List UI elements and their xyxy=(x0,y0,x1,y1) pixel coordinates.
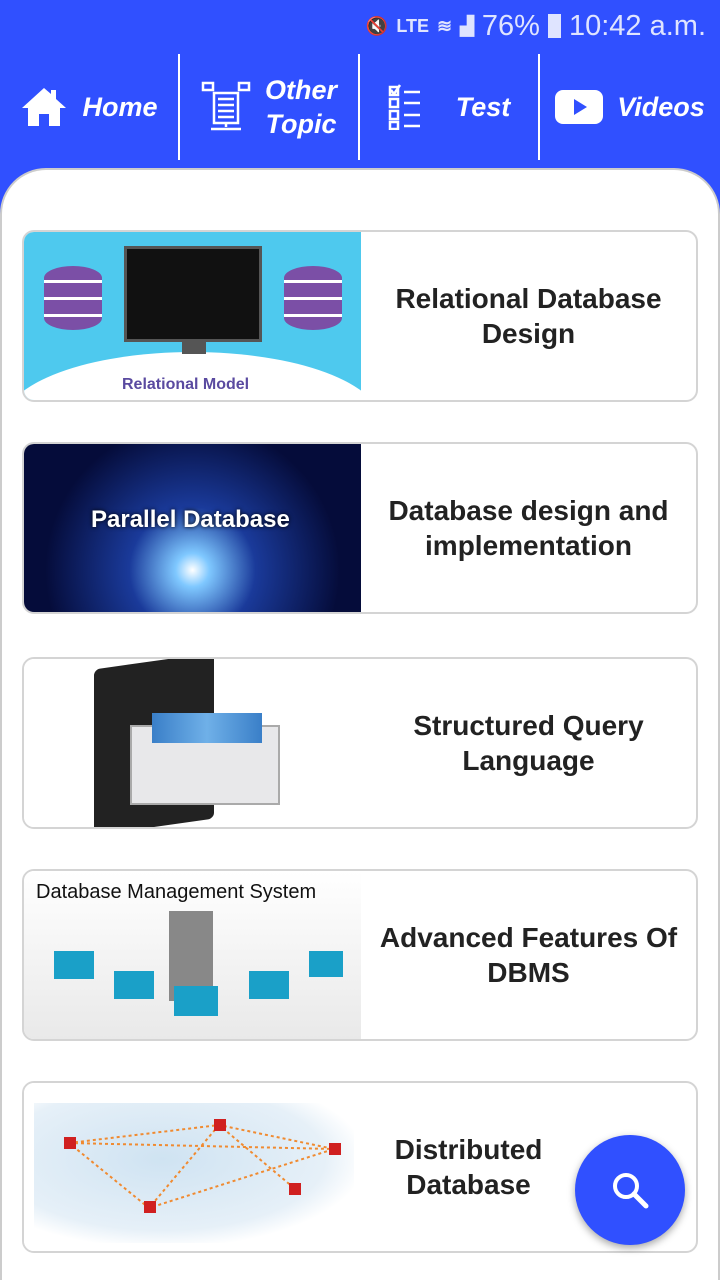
topic-title: Relational Database Design xyxy=(395,283,662,349)
topic-title: Structured Query Language xyxy=(413,710,644,776)
topic-card[interactable]: Distributed Database xyxy=(22,1081,698,1253)
server-icon xyxy=(201,81,251,131)
tab-label: Other Topic xyxy=(265,75,338,139)
topic-image: Parallel Database xyxy=(24,444,361,612)
search-icon xyxy=(613,1173,649,1209)
tab-home[interactable]: Home xyxy=(0,54,180,160)
checklist-icon xyxy=(388,84,420,130)
tab-videos[interactable]: Videos xyxy=(540,54,720,160)
image-caption: Relational Model xyxy=(122,376,250,393)
topic-card[interactable]: Parallel Database Database design and im… xyxy=(22,442,698,614)
topic-image: Database Management System xyxy=(24,871,361,1039)
topic-card[interactable]: Structured Query Language xyxy=(22,657,698,829)
topic-title: Distributed Database xyxy=(394,1134,543,1200)
battery-icon xyxy=(547,14,561,38)
wifi-icon: ≋ xyxy=(436,15,453,36)
search-button[interactable] xyxy=(575,1135,685,1245)
topic-image: Relational Model xyxy=(24,232,361,400)
top-nav: Home Other Topic Test Videos xyxy=(0,52,720,164)
topic-card[interactable]: Database Management System Advanced Feat… xyxy=(22,869,698,1041)
tab-label: Videos xyxy=(617,92,705,122)
play-icon xyxy=(555,90,604,124)
image-caption: Parallel Database xyxy=(91,506,290,533)
image-caption: Database Management System xyxy=(36,881,317,903)
topic-title: Advanced Features Of DBMS xyxy=(379,922,678,988)
home-icon xyxy=(22,88,67,126)
mute-icon: 🔇 xyxy=(365,15,389,36)
tab-label: Test xyxy=(455,92,511,122)
battery-percent: 76% xyxy=(481,9,540,42)
signal-icon: ▟ xyxy=(460,15,474,36)
tab-label: Home xyxy=(82,92,158,122)
clock: 10:42 a.m. xyxy=(568,9,706,42)
topic-title: Database design and implementation xyxy=(388,495,669,561)
topic-card[interactable]: Relational Model Relational Database Des… xyxy=(22,230,698,402)
status-bar: 🔇 LTE ≋ ▟ 76% 10:42 a.m. xyxy=(0,0,720,52)
network-icon: LTE xyxy=(396,15,429,36)
topic-image xyxy=(24,659,361,827)
tab-test[interactable]: Test xyxy=(360,54,540,160)
topic-image xyxy=(24,1083,361,1251)
tab-other-topic[interactable]: Other Topic xyxy=(180,54,360,160)
